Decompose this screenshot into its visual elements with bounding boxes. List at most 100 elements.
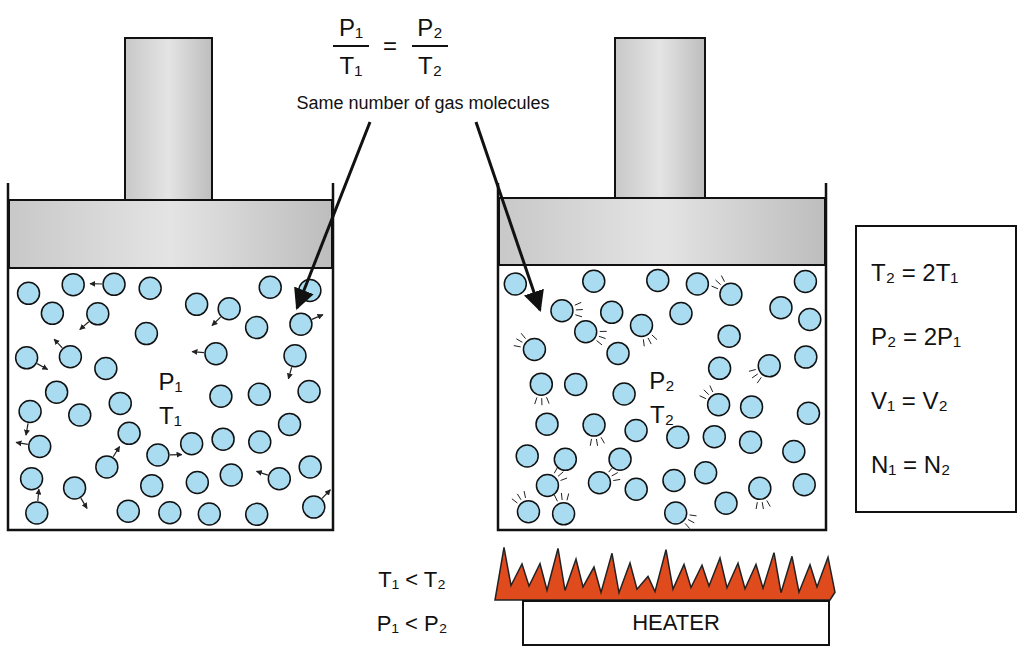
collision-mark <box>535 397 537 404</box>
gas-molecule <box>740 431 762 453</box>
gas-molecule <box>741 396 763 418</box>
formula-part: P₂ <box>417 14 442 42</box>
gas-molecule <box>565 373 587 395</box>
gas-molecule <box>795 346 817 368</box>
gas-molecule <box>198 503 220 525</box>
motion-arrow <box>212 317 221 325</box>
collision-mark <box>575 315 582 317</box>
collision-mark <box>517 494 521 500</box>
collision-mark <box>600 331 607 332</box>
gas-molecule <box>553 503 575 525</box>
cylinder-wall <box>8 183 333 530</box>
collision-mark <box>648 338 651 344</box>
gas-molecule <box>96 456 118 478</box>
gas-molecule <box>583 270 605 292</box>
motion-arrow <box>16 442 28 444</box>
motion-arrow <box>192 352 204 353</box>
gas-molecule <box>583 414 605 436</box>
collision-mark <box>554 467 557 473</box>
gas-molecule <box>708 394 730 416</box>
collision-mark <box>596 439 597 446</box>
gas-molecule <box>210 385 232 407</box>
collision-mark <box>712 286 718 289</box>
gas-molecule <box>141 475 163 497</box>
gas-molecule <box>523 338 545 360</box>
collision-mark <box>652 335 657 340</box>
comparison-label: T₁ < T₂ <box>378 567 446 593</box>
motion-arrow <box>170 454 182 455</box>
gas-molecule <box>41 302 63 324</box>
gas-molecule <box>667 426 689 448</box>
motion-arrow <box>256 471 267 475</box>
motion-arrow <box>37 364 48 370</box>
collision-mark <box>590 439 591 446</box>
heater-flames <box>495 547 835 600</box>
gas-molecule <box>59 346 81 368</box>
gas-molecule <box>749 477 771 499</box>
gas-molecule <box>246 503 268 525</box>
gas-molecule <box>609 448 631 470</box>
gas-molecule <box>205 343 227 365</box>
node-text: P₁ <box>158 368 182 396</box>
collision-mark <box>514 346 521 347</box>
formula-part: = <box>383 32 397 60</box>
gas-molecule <box>607 342 629 364</box>
gas-molecule <box>220 464 242 486</box>
gas-molecule <box>248 383 270 405</box>
motion-arrow <box>54 339 62 348</box>
gas-molecule <box>536 413 558 435</box>
motion-arrow <box>38 489 39 501</box>
gas-molecule <box>630 315 652 337</box>
label-text: T₁ <box>340 52 363 79</box>
motion-arrow <box>113 447 119 457</box>
collision-mark <box>547 397 550 403</box>
piston-rod <box>615 38 705 198</box>
collision-mark <box>554 495 557 501</box>
collision-mark <box>756 502 757 509</box>
collision-mark <box>561 493 563 500</box>
gas-molecule <box>19 401 41 423</box>
collision-mark <box>710 386 713 392</box>
gas-molecule <box>29 435 51 457</box>
gas-molecule <box>715 492 737 514</box>
gas-molecule <box>613 383 635 405</box>
collision-mark <box>767 500 770 506</box>
gas-molecule <box>290 313 312 335</box>
note-label: Same number of gas molecules <box>296 93 549 114</box>
label-text: P₁ <box>339 14 363 41</box>
node-text: P₂ <box>649 367 674 395</box>
gas-molecule <box>186 471 208 493</box>
motion-arrow <box>26 423 28 435</box>
gas-molecule <box>799 308 821 330</box>
comparison-label: P₁ < P₂ <box>377 611 447 637</box>
gas-molecule <box>718 325 740 347</box>
collision-mark <box>643 339 645 346</box>
gas-molecule <box>720 283 742 305</box>
collision-mark <box>685 523 690 528</box>
gas-molecule <box>303 496 325 518</box>
gas-molecule <box>794 270 816 292</box>
collision-mark <box>721 276 724 282</box>
flame <box>495 547 835 600</box>
gas-molecule <box>517 501 539 523</box>
gas-molecule <box>554 448 576 470</box>
gas-molecule <box>695 462 717 484</box>
gas-molecule <box>109 392 131 414</box>
piston-plate <box>9 200 332 268</box>
gas-molecule <box>665 502 687 524</box>
gas-molecule <box>117 500 139 522</box>
gas-molecule <box>16 347 38 369</box>
collision-mark <box>541 398 542 405</box>
collision-mark <box>524 491 525 498</box>
label-text: T₁ < T₂ <box>378 567 446 592</box>
gas-molecule <box>64 477 86 499</box>
collision-mark <box>576 309 583 310</box>
collision-mark <box>601 437 604 443</box>
gas-molecule <box>26 502 48 524</box>
collision-mark <box>516 339 522 343</box>
gas-molecule <box>575 321 597 343</box>
gas-molecule <box>103 273 125 295</box>
gas-molecule <box>298 380 320 402</box>
gas-molecule <box>299 456 321 478</box>
node-text: T₂ = 2T₁ <box>871 259 958 287</box>
